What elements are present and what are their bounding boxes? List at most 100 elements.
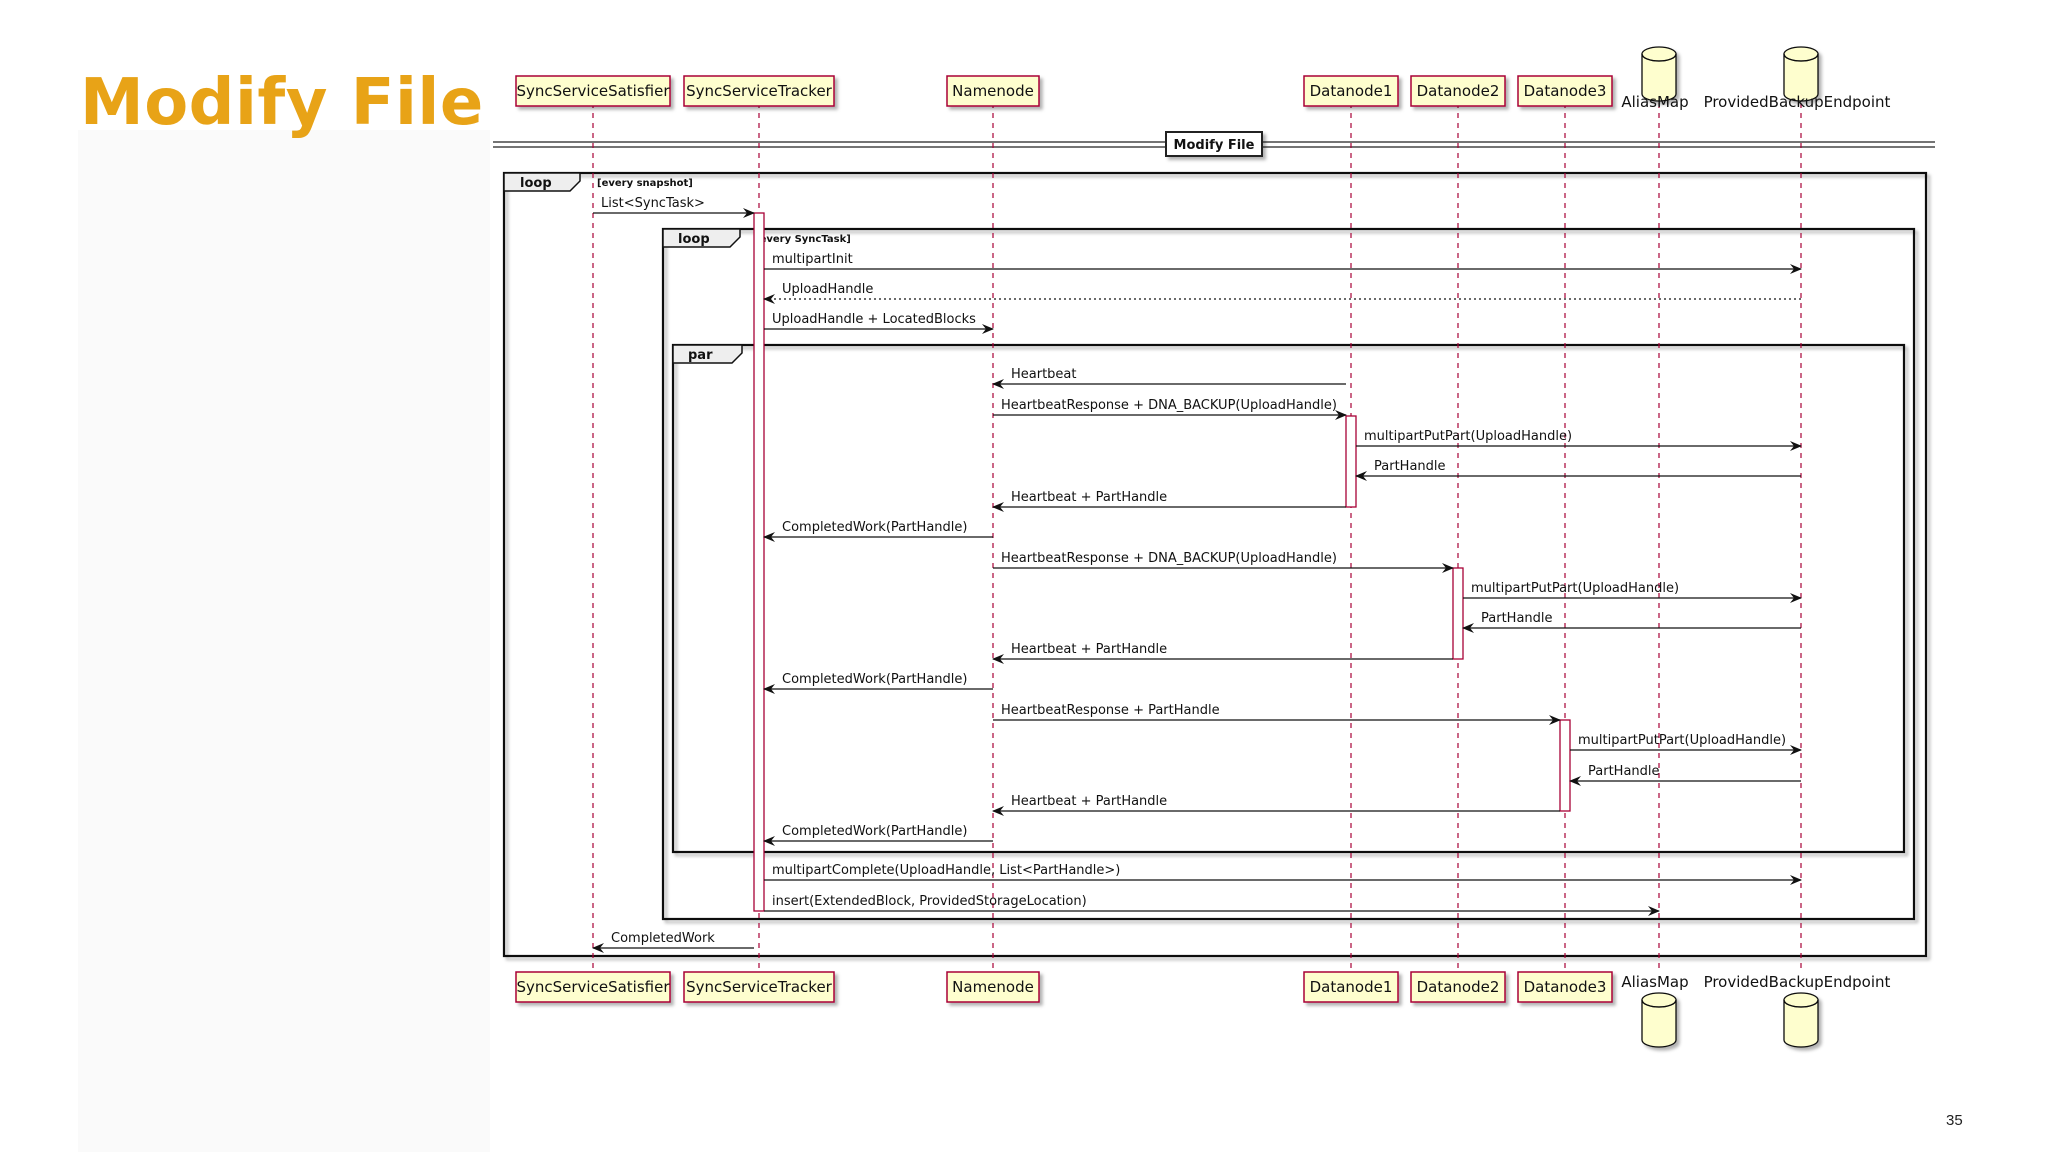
participant-box bbox=[1410, 75, 1506, 107]
message: List<SyncTask> bbox=[593, 196, 755, 218]
message: Heartbeat + PartHandle bbox=[992, 642, 1453, 664]
message-label: multipartPutPart(UploadHandle) bbox=[1578, 733, 1786, 748]
participant-box bbox=[1410, 971, 1506, 1003]
activation-bar-d1 bbox=[1345, 415, 1357, 508]
message: UploadHandle bbox=[763, 282, 1801, 304]
message: UploadHandle + LocatedBlocks bbox=[764, 312, 994, 334]
message: PartHandle bbox=[1355, 459, 1801, 481]
participant-label: Namenode bbox=[952, 978, 1034, 996]
participant-d3-bottom: Datanode3 bbox=[1517, 971, 1613, 1003]
message-label: Heartbeat + PartHandle bbox=[1011, 642, 1167, 657]
message: CompletedWork(PartHandle) bbox=[763, 672, 993, 694]
message: CompletedWork(PartHandle) bbox=[763, 824, 993, 846]
participant-label: AliasMap bbox=[1621, 93, 1688, 111]
participant-label: Datanode1 bbox=[1310, 82, 1393, 100]
slide-title: Modify File bbox=[80, 66, 484, 140]
message-label: CompletedWork(PartHandle) bbox=[782, 520, 967, 535]
frame-condition: [every SyncTask] bbox=[755, 234, 851, 245]
message: CompletedWork(PartHandle) bbox=[763, 520, 993, 542]
activations-layer bbox=[753, 212, 1571, 912]
message: Heartbeat + PartHandle bbox=[992, 794, 1560, 816]
frame-keyword: loop bbox=[520, 176, 552, 191]
message-label: CompletedWork bbox=[611, 931, 715, 946]
message-label: Heartbeat + PartHandle bbox=[1011, 794, 1167, 809]
participant-label: Datanode3 bbox=[1524, 82, 1607, 100]
participant-box bbox=[683, 75, 835, 107]
participant-box bbox=[946, 75, 1040, 107]
participant-d2-bottom: Datanode2 bbox=[1410, 971, 1506, 1003]
participant-d2-top: Datanode2 bbox=[1410, 75, 1506, 107]
database-icon bbox=[1641, 992, 1677, 1048]
participant-am-top: AliasMap bbox=[1621, 46, 1689, 111]
participant-label: Namenode bbox=[952, 82, 1034, 100]
message: multipartPutPart(UploadHandle) bbox=[1463, 581, 1802, 603]
message: multipartPutPart(UploadHandle) bbox=[1356, 429, 1802, 451]
message-label: insert(ExtendedBlock, ProvidedStorageLoc… bbox=[772, 894, 1087, 909]
participant-box bbox=[1303, 971, 1399, 1003]
message: Heartbeat + PartHandle bbox=[992, 490, 1346, 512]
participant-ss-top: SyncServiceSatisfier bbox=[515, 75, 671, 107]
loop-frame-inner: loop [every SyncTask] bbox=[661, 227, 1916, 921]
message: insert(ExtendedBlock, ProvidedStorageLoc… bbox=[764, 894, 1660, 916]
participant-box bbox=[1517, 971, 1613, 1003]
participant-label: ProvidedBackupEndpoint bbox=[1704, 93, 1891, 111]
database-icon bbox=[1783, 46, 1819, 102]
participant-st-top: SyncServiceTracker bbox=[683, 75, 835, 107]
message-label: HeartbeatResponse + PartHandle bbox=[1001, 703, 1220, 718]
message: HeartbeatResponse + DNA_BACKUP(UploadHan… bbox=[993, 398, 1347, 420]
loop-frame-outer: loop [every snapshot] bbox=[502, 171, 1928, 958]
participant-box bbox=[1303, 75, 1399, 107]
participant-label: ProvidedBackupEndpoint bbox=[1704, 973, 1891, 991]
message-label: PartHandle bbox=[1374, 459, 1446, 474]
message-label: multipartComplete(UploadHandle, List<Par… bbox=[772, 863, 1120, 878]
participant-nn-bottom: Namenode bbox=[946, 971, 1040, 1003]
participant-ss-bottom: SyncServiceSatisfier bbox=[515, 971, 671, 1003]
participant-label: Datanode1 bbox=[1310, 978, 1393, 996]
participant-pb-bottom: ProvidedBackupEndpoint bbox=[1704, 973, 1891, 1048]
participant-box bbox=[1517, 75, 1613, 107]
message-label: Heartbeat + PartHandle bbox=[1011, 490, 1167, 505]
message: HeartbeatResponse + PartHandle bbox=[993, 703, 1561, 725]
message-label: List<SyncTask> bbox=[601, 196, 705, 211]
divider: Modify File bbox=[493, 131, 1935, 157]
database-icon bbox=[1783, 992, 1819, 1048]
message: multipartComplete(UploadHandle, List<Par… bbox=[764, 863, 1802, 885]
participant-box bbox=[515, 75, 671, 107]
message: multipartPutPart(UploadHandle) bbox=[1570, 733, 1802, 755]
frame-keyword: loop bbox=[678, 232, 710, 247]
participant-d1-top: Datanode1 bbox=[1303, 75, 1399, 107]
message: CompletedWork bbox=[592, 931, 754, 953]
message: multipartInit bbox=[764, 252, 1802, 274]
participant-label: Datanode2 bbox=[1417, 978, 1500, 996]
frame-keyword: par bbox=[688, 348, 713, 363]
message-label: UploadHandle + LocatedBlocks bbox=[772, 312, 976, 327]
divider-label: Modify File bbox=[1174, 138, 1255, 153]
message-label: HeartbeatResponse + DNA_BACKUP(UploadHan… bbox=[1001, 398, 1337, 413]
activation-bar-d2 bbox=[1452, 567, 1464, 660]
message: PartHandle bbox=[1569, 764, 1801, 786]
message: HeartbeatResponse + DNA_BACKUP(UploadHan… bbox=[993, 551, 1454, 573]
database-icon bbox=[1641, 46, 1677, 102]
participant-pb-top: ProvidedBackupEndpoint bbox=[1704, 46, 1891, 111]
participant-nn-top: Namenode bbox=[946, 75, 1040, 107]
message: Heartbeat bbox=[992, 367, 1346, 389]
participant-label: AliasMap bbox=[1621, 973, 1688, 991]
slide-background-panel bbox=[78, 130, 490, 1152]
participant-d3-top: Datanode3 bbox=[1517, 75, 1613, 107]
message-label: PartHandle bbox=[1588, 764, 1660, 779]
message-label: UploadHandle bbox=[782, 282, 873, 297]
message-label: HeartbeatResponse + DNA_BACKUP(UploadHan… bbox=[1001, 551, 1337, 566]
par-frame: par bbox=[671, 343, 1906, 854]
participant-label: Datanode2 bbox=[1417, 82, 1500, 100]
message-label: multipartPutPart(UploadHandle) bbox=[1471, 581, 1679, 596]
participant-label: SyncServiceSatisfier bbox=[516, 978, 670, 996]
message-label: multipartPutPart(UploadHandle) bbox=[1364, 429, 1572, 444]
page-number: 35 bbox=[1946, 1112, 1963, 1129]
participant-label: Datanode3 bbox=[1524, 978, 1607, 996]
message: PartHandle bbox=[1462, 611, 1801, 633]
activation-bar-d3 bbox=[1559, 719, 1571, 812]
participant-box bbox=[946, 971, 1040, 1003]
participant-box bbox=[683, 971, 835, 1003]
message-label: Heartbeat bbox=[1011, 367, 1077, 382]
